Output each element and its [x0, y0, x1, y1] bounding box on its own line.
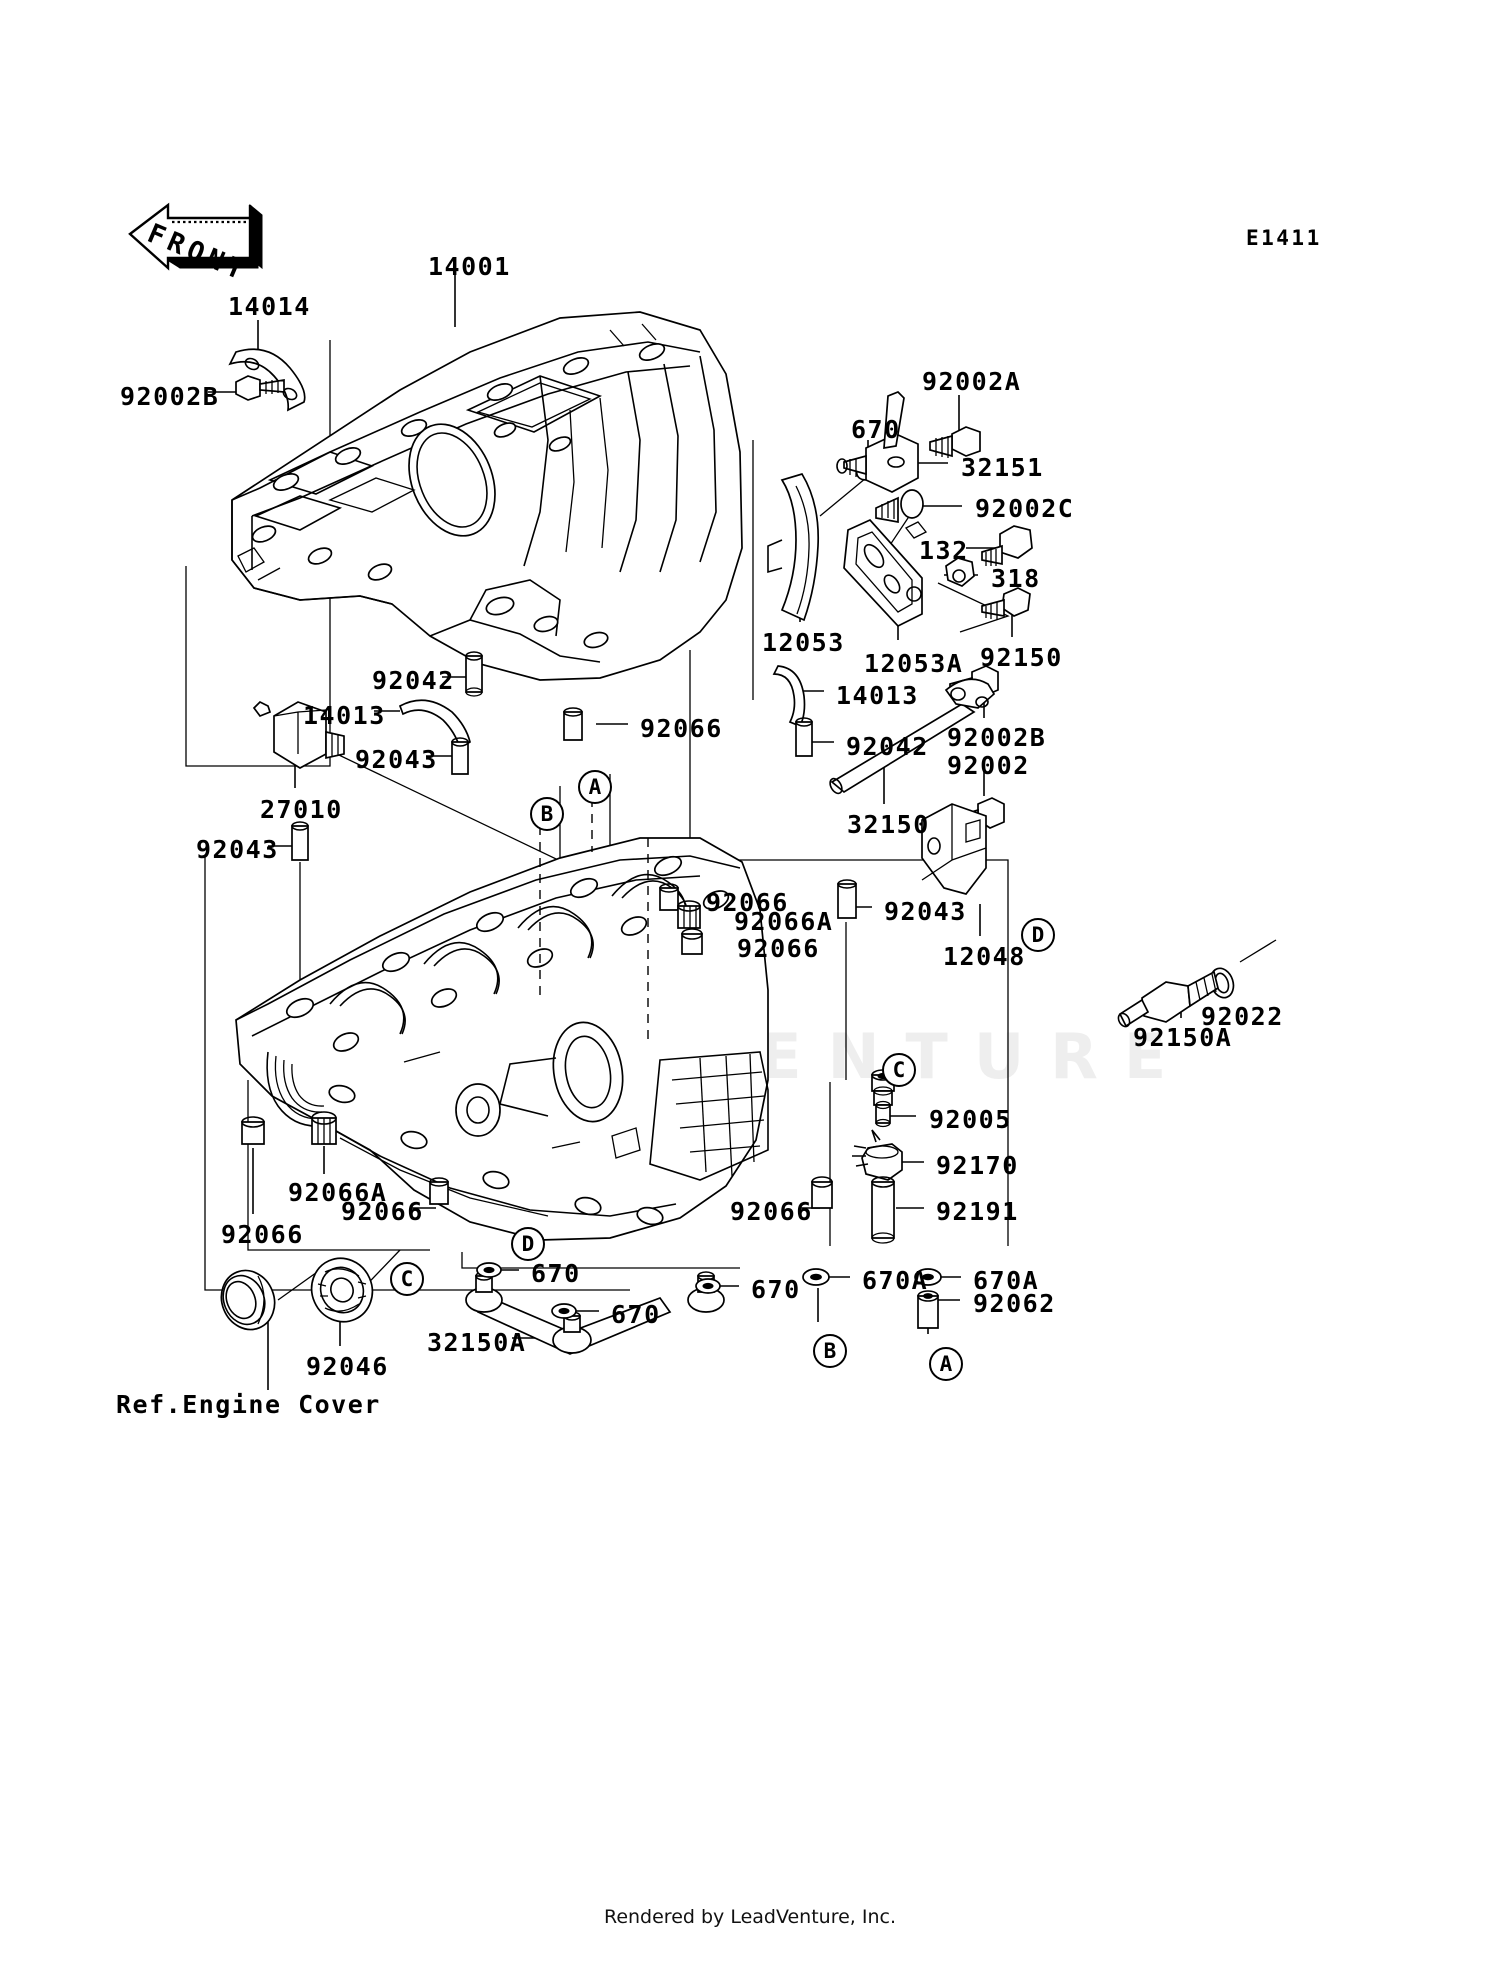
part-callout-92062: 92062 [973, 1289, 1056, 1318]
part-14013-left-shape [400, 700, 470, 748]
part-32150A-shape [466, 1272, 724, 1354]
part-callout-12048: 12048 [943, 942, 1026, 971]
part-callout-670: 670 [851, 415, 901, 444]
part-callout-92066: 92066 [221, 1220, 304, 1249]
part-92191-shape [872, 1177, 894, 1243]
part-callout-92043: 92043 [196, 835, 279, 864]
part-callout-92002a: 92002A [922, 367, 1022, 396]
part-670A-1-shape [803, 1269, 829, 1285]
part-92042-left-shape [466, 652, 482, 696]
part-callout-670: 670 [611, 1300, 661, 1329]
part-callout-92042: 92042 [846, 732, 929, 761]
reference-bubble-a: A [929, 1347, 963, 1381]
part-92066-d-shape [242, 1117, 264, 1144]
part-callout-92066: 92066 [737, 934, 820, 963]
part-callout-32151: 32151 [961, 453, 1044, 482]
reference-bubble-b: B [530, 797, 564, 831]
part-callout-92043: 92043 [355, 745, 438, 774]
part-92170-shape [852, 1130, 902, 1180]
part-callout-14014: 14014 [228, 292, 311, 321]
part-92066A-left-shape [312, 1112, 336, 1144]
part-92066-a-shape [564, 708, 582, 740]
part-callout-27010: 27010 [260, 795, 343, 824]
part-92002C-shape [876, 490, 923, 522]
part-12053-shape [768, 474, 818, 620]
reference-note: Ref.Engine Cover [116, 1390, 381, 1419]
part-12048-shape [922, 804, 986, 894]
part-92043-c-shape [838, 880, 856, 918]
part-318-shape [946, 558, 974, 586]
part-callout-670: 670 [751, 1275, 801, 1304]
part-callout-92066: 92066 [640, 714, 723, 743]
part-32150-shape [828, 679, 994, 795]
part-callout-32150a: 32150A [427, 1328, 527, 1357]
part-callout-670a: 670A [973, 1266, 1040, 1295]
part-32151-shape [837, 392, 918, 492]
reference-bubble-a: A [578, 770, 612, 804]
reference-bubble-d: D [1021, 918, 1055, 952]
part-92002B-1-shape [236, 376, 284, 400]
part-callout-92150a: 92150A [1133, 1023, 1233, 1052]
part-92150A-shape [1116, 972, 1218, 1029]
part-callout-670a: 670A [862, 1266, 929, 1295]
part-callout-92066a: 92066A [734, 907, 834, 936]
part-callout-92066: 92066 [730, 1197, 813, 1226]
part-14013-right-shape [774, 666, 805, 726]
part-callout-92066: 92066 [706, 888, 789, 917]
part-callout-92002b: 92002B [120, 382, 220, 411]
reference-bubble-d: D [511, 1227, 545, 1261]
part-27010-shape [254, 702, 344, 768]
part-670-bc-shape [552, 1304, 576, 1318]
part-92043-a-shape [452, 738, 468, 774]
part-92066-b-shape [660, 884, 678, 910]
part-callout-92191: 92191 [936, 1197, 1019, 1226]
part-92066-e-shape [430, 1178, 448, 1204]
part-92066-c-shape [682, 929, 702, 954]
reference-bubble-c: C [390, 1262, 424, 1296]
part-callout-92150: 92150 [980, 643, 1063, 672]
part-callout-92002b: 92002B [947, 723, 1047, 752]
part-92150-shape [982, 588, 1030, 620]
part-callout-32150: 32150 [847, 810, 930, 839]
part-92046-shape [302, 1249, 383, 1332]
reference-bubble-b: B [813, 1334, 847, 1368]
part-92066A-right-shape [678, 901, 700, 928]
part-callout-318: 318 [991, 564, 1041, 593]
part-callout-92043: 92043 [884, 897, 967, 926]
part-callout-12053a: 12053A [864, 649, 964, 678]
part-670-bm-shape [696, 1279, 720, 1293]
part-callout-92170: 92170 [936, 1151, 1019, 1180]
part-92066-f-shape [812, 1177, 832, 1208]
part-callout-14001: 14001 [428, 252, 511, 281]
part-callout-14013: 14013 [303, 701, 386, 730]
part-92043-b-shape [292, 822, 308, 860]
part-callout-92042: 92042 [372, 666, 455, 695]
part-callout-670: 670 [531, 1259, 581, 1288]
part-670-bl-shape [477, 1263, 501, 1277]
part-670A-2-shape [915, 1269, 941, 1285]
part-92062-shape [918, 1291, 938, 1328]
part-callout-92005: 92005 [929, 1105, 1012, 1134]
part-callout-12053: 12053 [762, 628, 845, 657]
part-callout-92002c: 92002C [975, 494, 1075, 523]
part-132-shape [982, 526, 1032, 566]
part-callout-92002: 92002 [947, 751, 1030, 780]
part-callout-92022: 92022 [1201, 1002, 1284, 1031]
part-callout-132: 132 [919, 536, 969, 565]
part-engine-cover-seal-shape [213, 1262, 284, 1337]
part-12053A-shape [844, 520, 926, 626]
part-92042-right-shape [796, 718, 812, 756]
part-callout-14013: 14013 [836, 681, 919, 710]
part-callout-92046: 92046 [306, 1352, 389, 1381]
footer-credit: Rendered by LeadVenture, Inc. [603, 1906, 897, 1928]
part-92002A-shape [930, 427, 980, 458]
reference-bubble-c: C [882, 1053, 916, 1087]
part-callout-92066a: 92066A [288, 1178, 388, 1207]
figure-code: E1411 [1246, 226, 1322, 250]
part-callout-92066: 92066 [341, 1197, 424, 1226]
